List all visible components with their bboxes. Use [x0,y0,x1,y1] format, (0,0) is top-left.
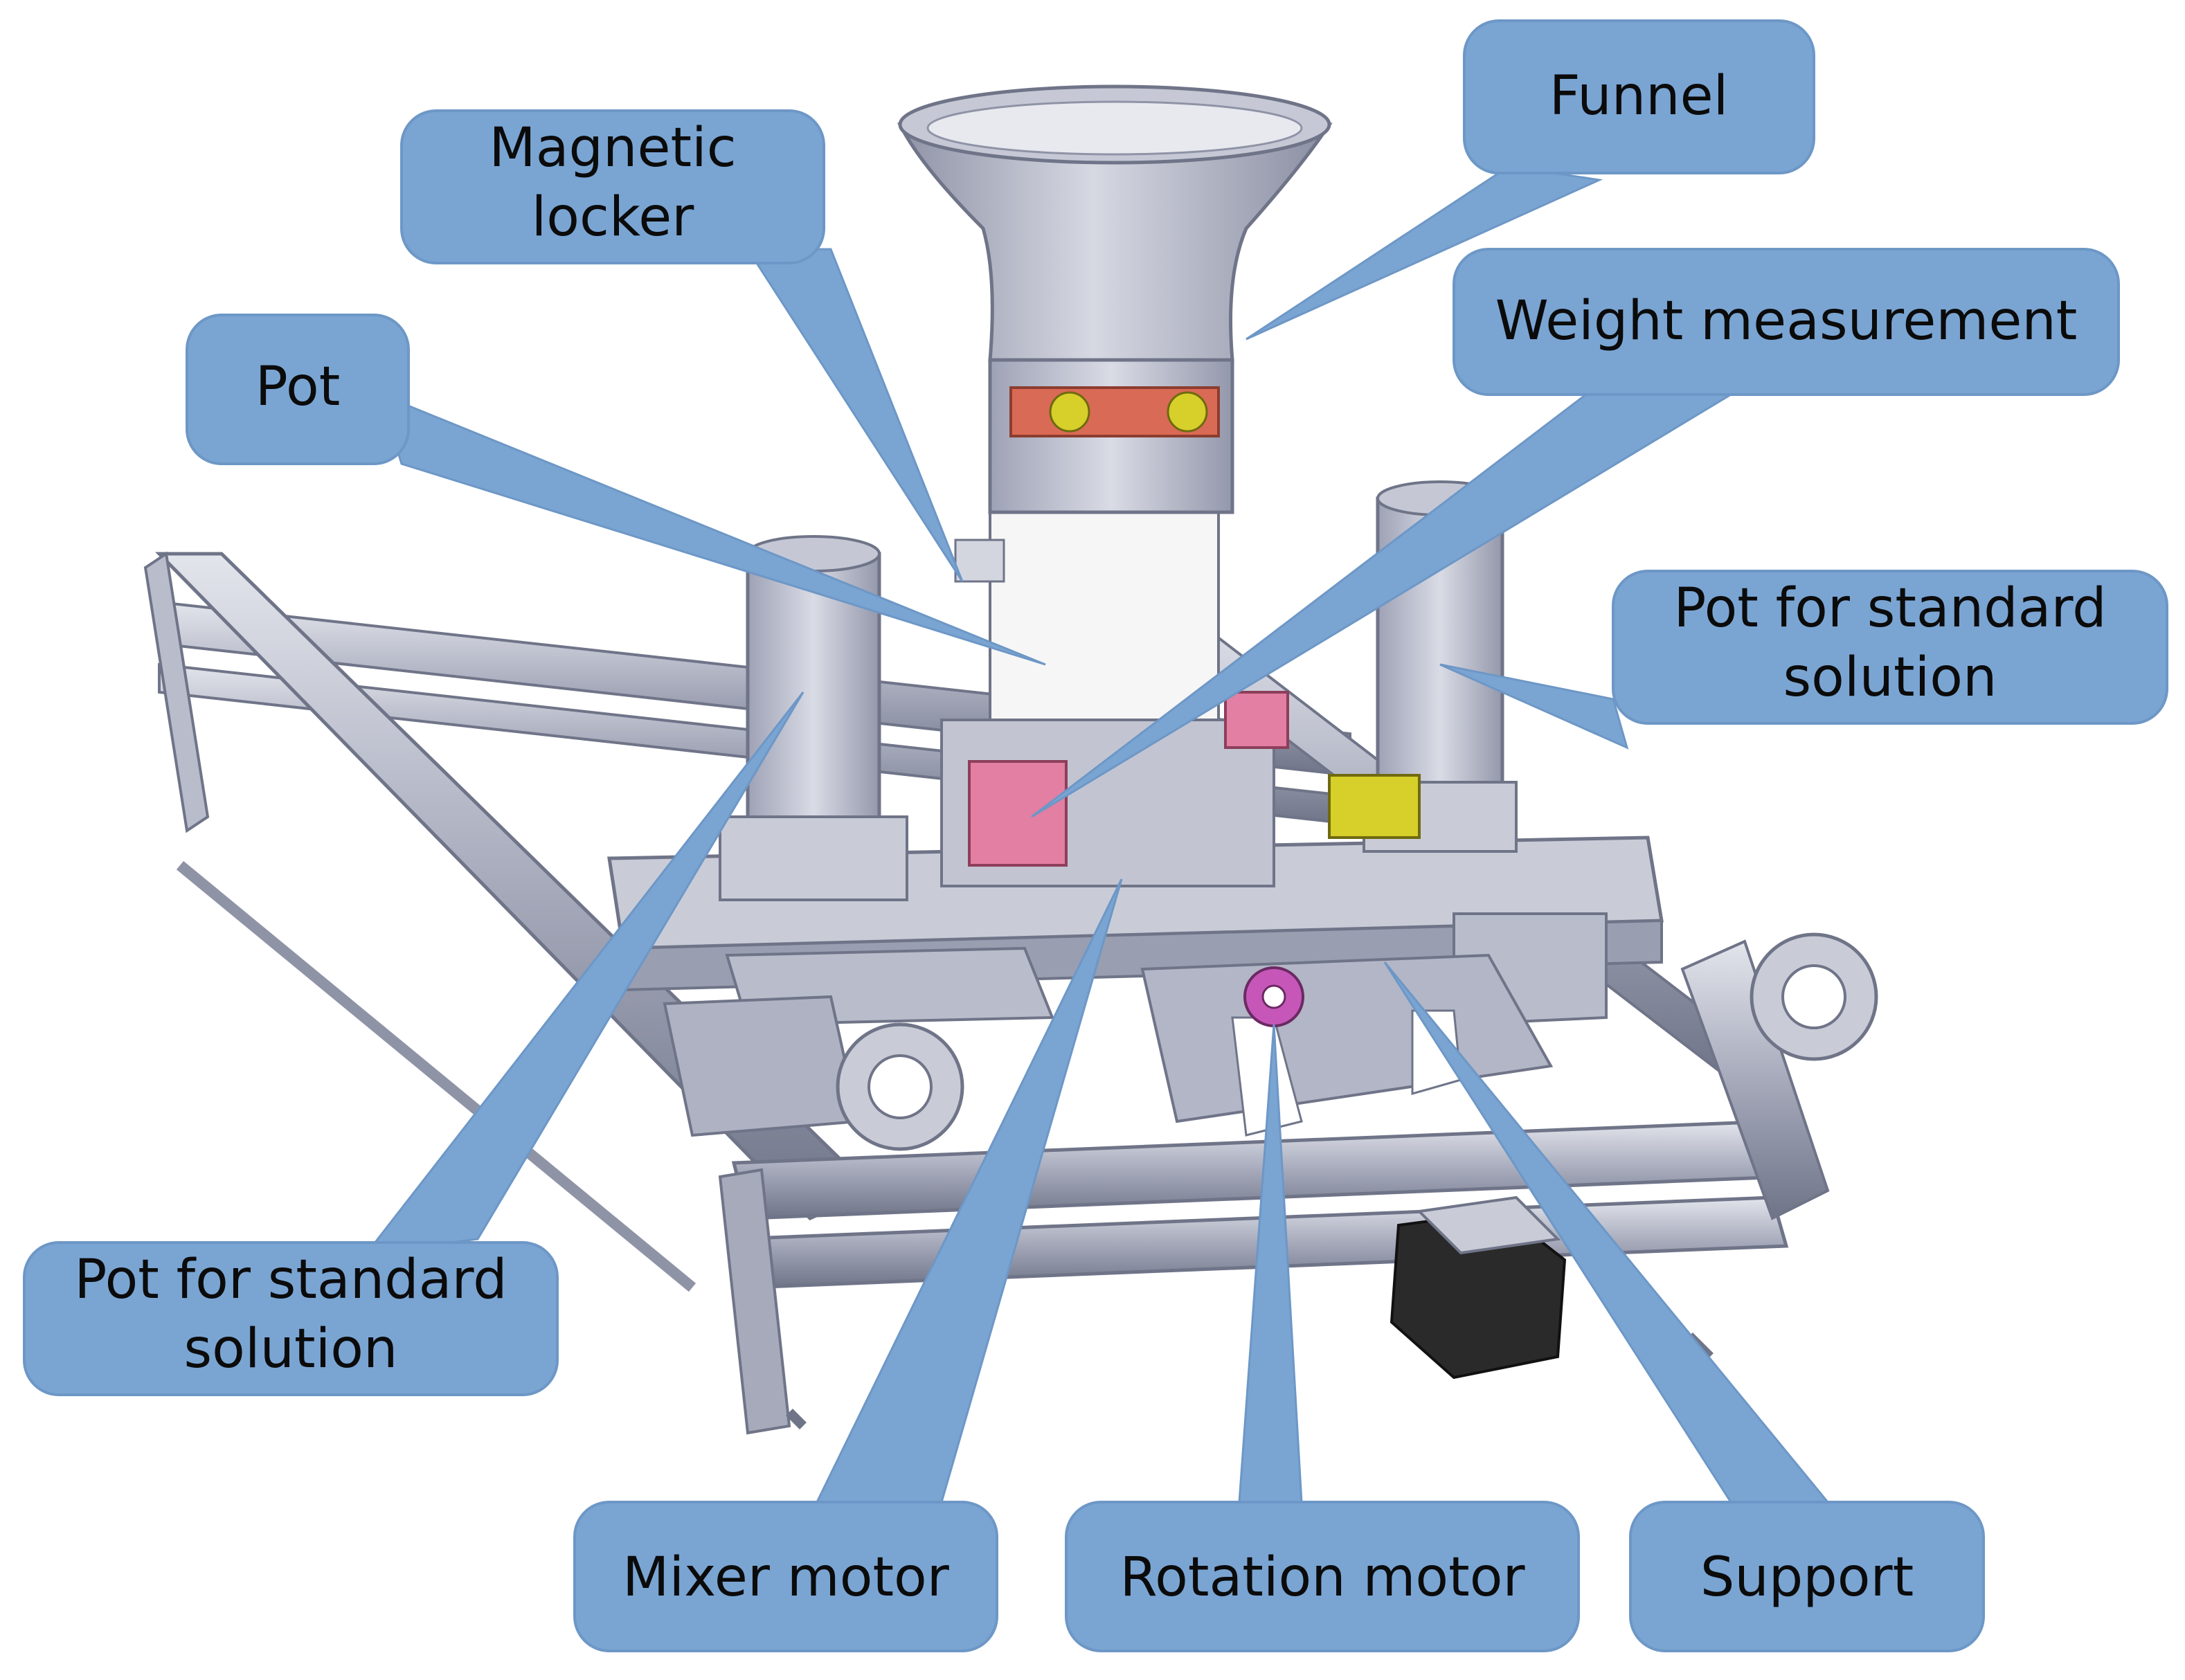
weight-sensor-block [968,691,1421,867]
label-magnetic-locker-line1: Magnetic [489,117,736,179]
callout-pot-standard-right: Pot for standard solution [1612,570,2168,725]
label-mixer-motor: Mixer motor [622,1546,950,1609]
pot-standard-right-pointer [1439,663,1629,750]
label-weight-measurement: Weight measurement [1495,290,2078,352]
callouts: Funnel Magnetic locker Weight measuremen… [23,19,2168,1652]
label-pot-standard-right-line1: Pot for standard [1673,577,2106,640]
magnetic-locker-pointer [746,248,964,582]
main-pot [940,497,1275,887]
clamp-rings [836,932,1878,1151]
label-pot-standard-right-line2: solution [1783,647,1997,709]
funnel-part [897,84,1333,514]
callout-rotation-motor: Rotation motor [1065,1501,1580,1652]
callout-funnel: Funnel [1463,19,1815,174]
label-pot: Pot [255,356,341,418]
callout-weight-measurement: Weight measurement [1453,248,2120,396]
label-support: Support [1700,1546,1914,1609]
label-rotation-motor: Rotation motor [1120,1546,1525,1609]
label-pot-standard-left-line1: Pot for standard [74,1249,507,1311]
callout-mixer-motor: Mixer motor [573,1501,998,1652]
stepper-motor [1390,1195,1567,1380]
label-magnetic-locker-line2: locker [532,186,695,249]
label-pot-standard-left-line2: solution [184,1318,398,1380]
label-funnel: Funnel [1549,65,1729,127]
callout-pot-standard-left: Pot for standard solution [23,1241,559,1396]
rotation-shaft [1243,966,1304,1027]
pot-pointer [379,392,1046,666]
callout-magnetic-locker: Magnetic locker [400,109,825,264]
right-slanted-rail [1680,939,1830,1220]
callout-pot: Pot [186,314,410,465]
callout-support: Support [1629,1501,1985,1652]
left-pot-tube [719,535,908,901]
